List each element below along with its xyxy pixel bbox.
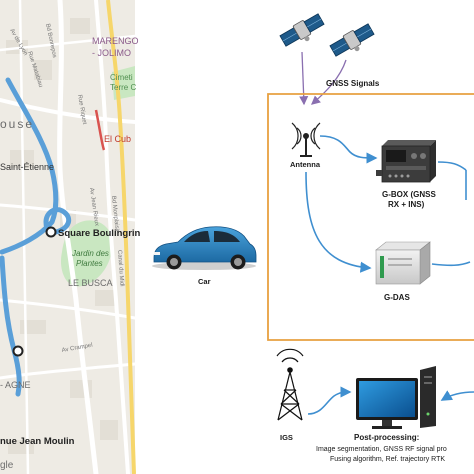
- post-processing-line-2: Fusing algorithm, Ref. trajectory RTK: [330, 456, 445, 463]
- map-label-google: gle: [0, 460, 14, 471]
- map-streets: [0, 0, 137, 474]
- map-label-jean-moulin: nue Jean Moulin: [0, 436, 75, 447]
- map-label-square-boulingrin: Square Boulingrin: [58, 228, 141, 239]
- post-processing-title: Post-processing:: [354, 433, 419, 442]
- antenna-icon: [291, 122, 321, 157]
- gbox-label-line-1: G-BOX (GNSS: [382, 190, 436, 199]
- car-icon: [152, 226, 257, 270]
- map-label-saint-etienne: Saint-Étienne: [0, 162, 54, 172]
- gbox-label-line-2: RX + INS): [388, 200, 425, 209]
- map-label-cimetiere-1: Cimeti: [110, 73, 133, 82]
- route-point-south: [12, 345, 24, 357]
- antenna-to-gdas-arrow: [305, 171, 372, 273]
- gbox-device-icon: [376, 140, 436, 183]
- route-point-boulingrin: [45, 226, 57, 238]
- map-label-el-cubo: El Cub: [104, 134, 131, 144]
- map-label-jardin-1: Jardin des: [71, 249, 109, 258]
- post-processing-line-1: Image segmentation, GNSS RF signal pro: [316, 446, 447, 453]
- map-label-jolimont: - JOLIMO: [92, 48, 131, 58]
- map-street-canal-du-midi: Canal du Midi: [116, 250, 125, 287]
- gnss-route: [0, 77, 72, 397]
- map-label-toulouse: ouse: [0, 117, 34, 131]
- gdas-device-icon: [375, 241, 431, 285]
- map-street-av-jean-rieux: Av Jean Rieux: [88, 187, 99, 226]
- antenna-label: Antenna: [290, 160, 321, 169]
- car-label: Car: [198, 277, 211, 286]
- map-street-bd-monplaisir: Bd Monplaisir: [110, 196, 120, 233]
- map-street-rue-riquet: Rue Riquet: [76, 94, 87, 125]
- satellite-icon-left: [279, 13, 325, 47]
- map-label-le-busca: LE BUSCA: [68, 278, 113, 288]
- gdas-to-right-arrow: [431, 261, 471, 267]
- map-label-agne: - AGNE: [0, 380, 31, 390]
- street-map: MARENGO - JOLIMO Cimeti Terre C El Cub o…: [0, 0, 141, 474]
- computer-icon: [356, 366, 436, 429]
- igs-label: IGS: [280, 433, 293, 442]
- map-label-marengo: MARENGO: [92, 36, 139, 46]
- gbox-to-right-arrow: [437, 161, 467, 171]
- canal-du-midi: [106, 0, 136, 474]
- gnss-signals-label: GNSS Signals: [326, 79, 380, 88]
- vehicle-system-box: [267, 93, 474, 341]
- map-street-av-crampel: Av Crampel: [61, 343, 93, 354]
- metro-line: [94, 109, 106, 151]
- data-to-computer-arrow: [440, 390, 474, 401]
- map-label-cimetiere-2: Terre C: [110, 83, 136, 92]
- satellite-icon-right: [329, 23, 375, 57]
- map-label-jardin-2: Plantes: [76, 259, 103, 268]
- gnss-signal-arrow-2: [311, 59, 347, 105]
- igs-to-computer-arrow: [307, 386, 352, 415]
- gnss-signal-arrow-1: [299, 51, 309, 106]
- gdas-label: G-DAS: [384, 293, 410, 302]
- antenna-to-gbox-arrow: [319, 135, 378, 164]
- igs-tower-icon: [276, 348, 304, 421]
